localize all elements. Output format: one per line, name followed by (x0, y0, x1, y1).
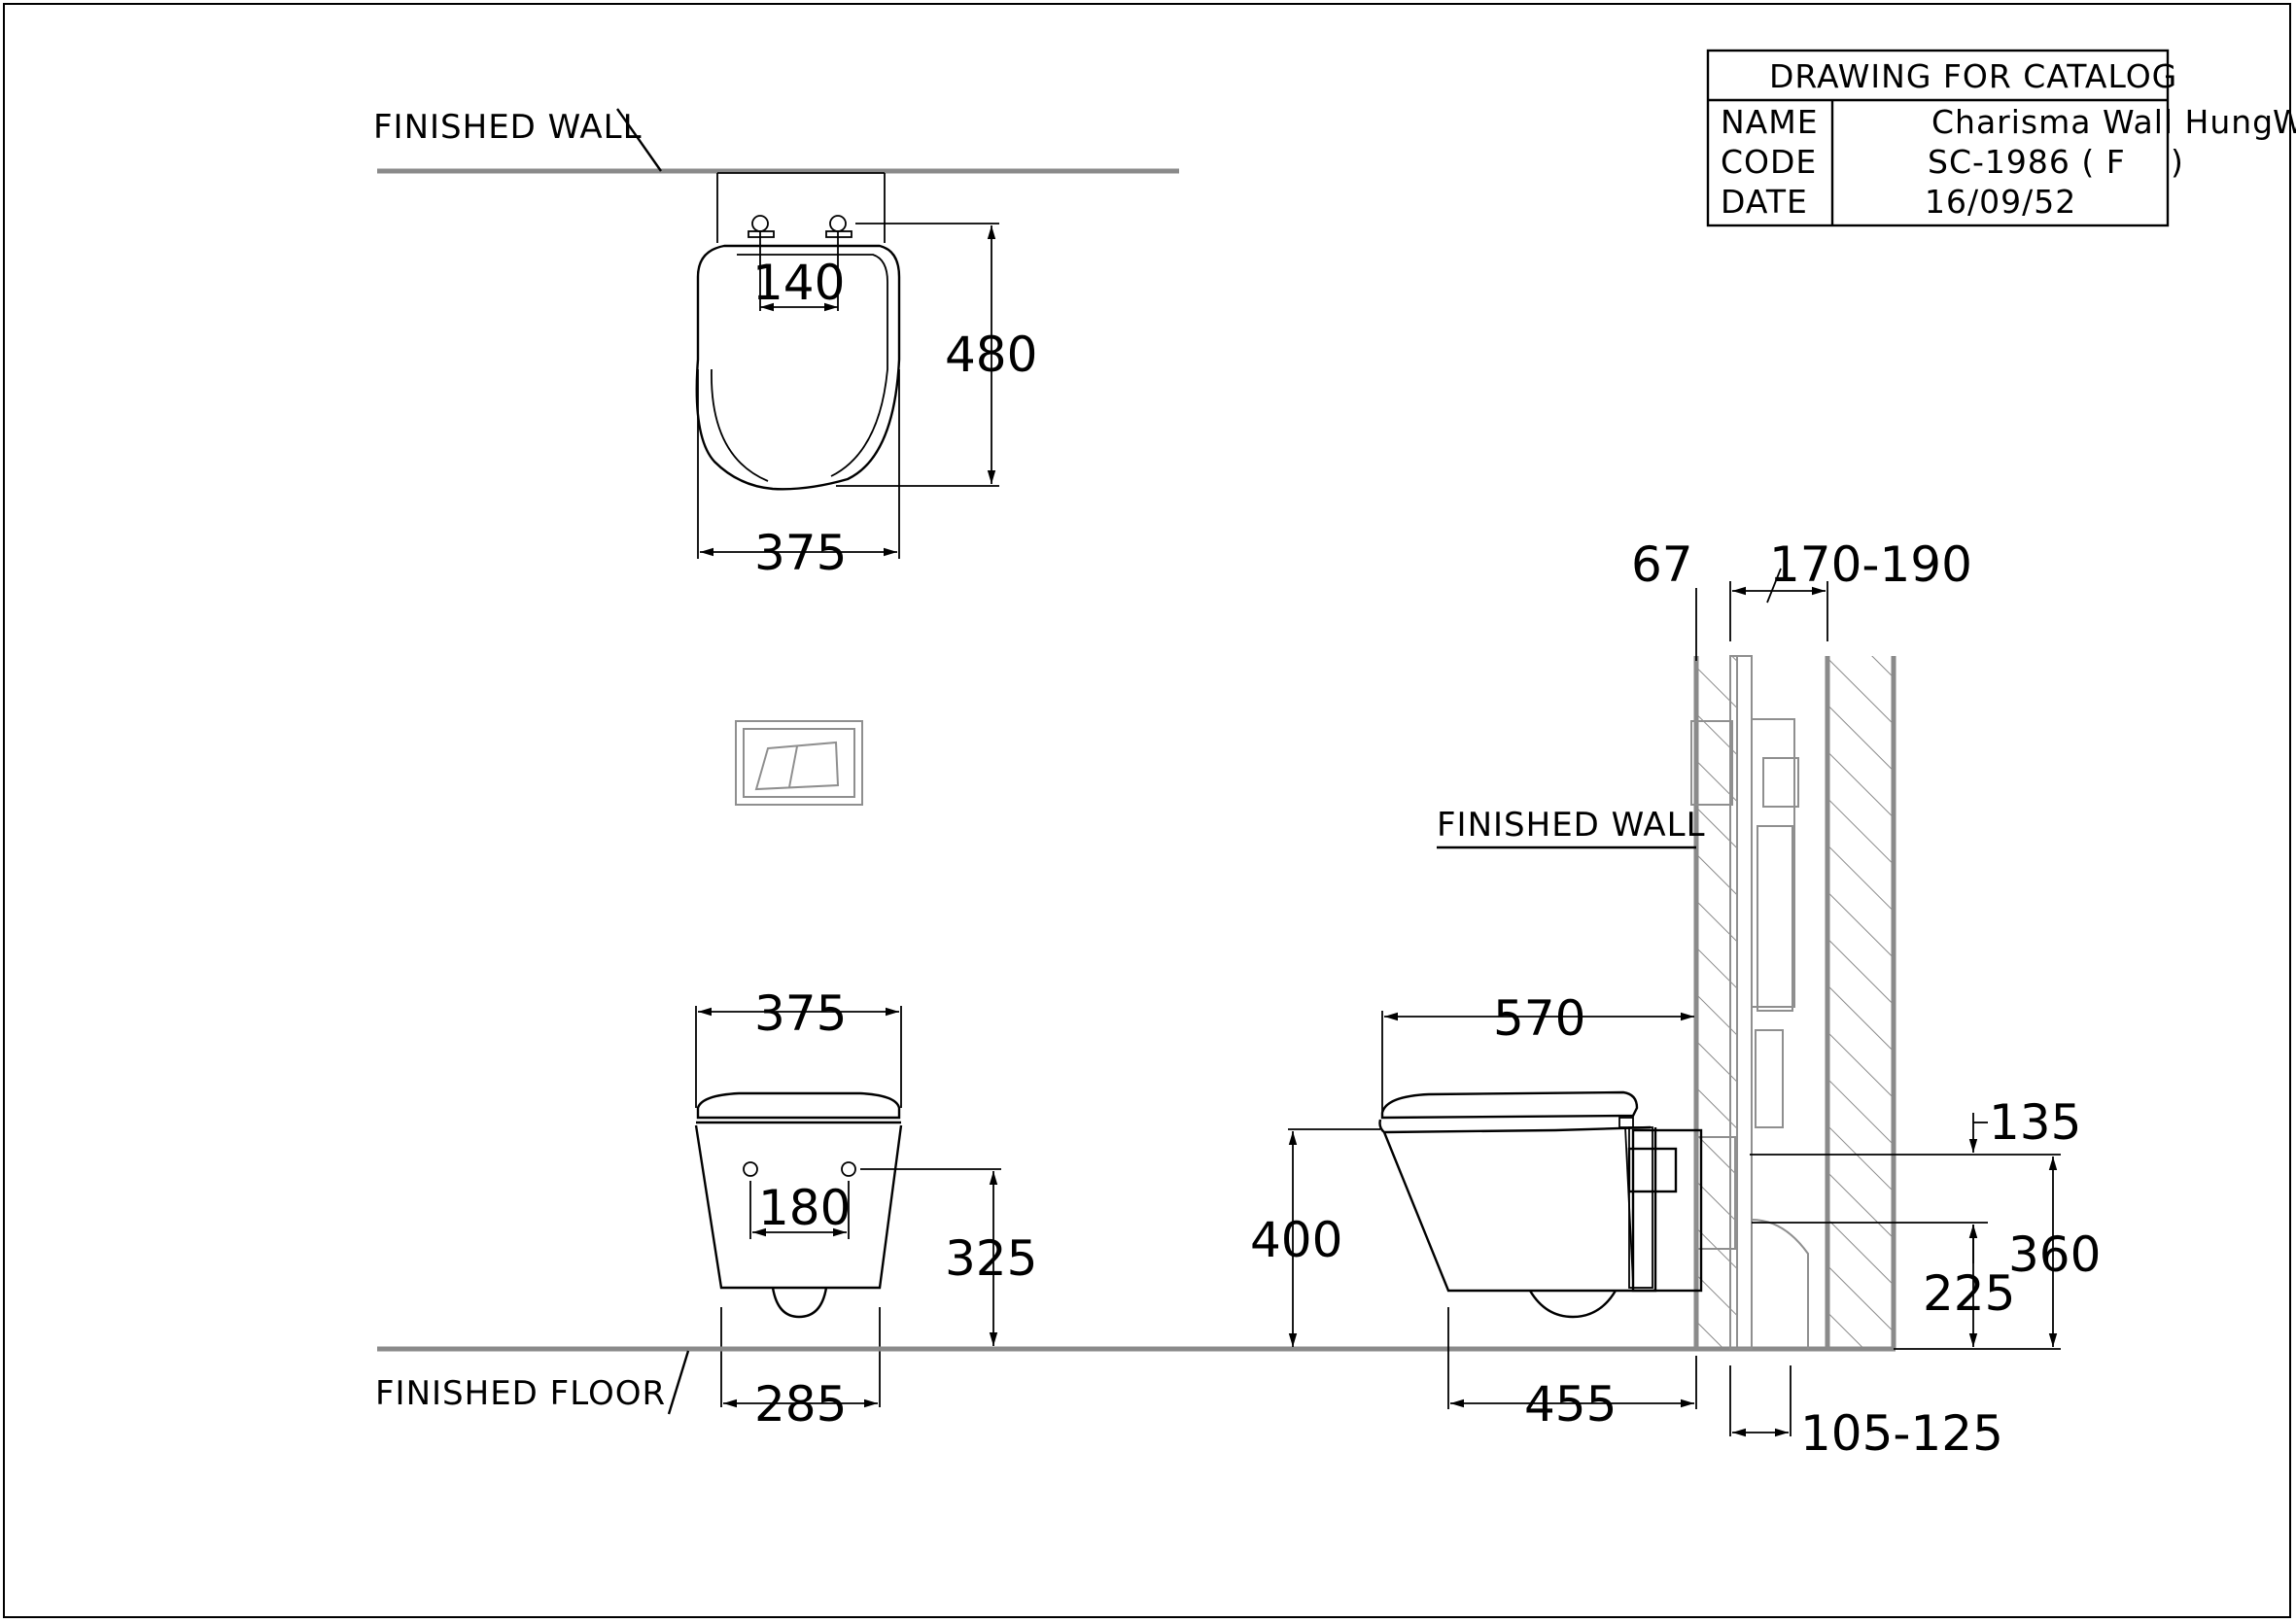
finished-floor: FINISHED FLOOR (375, 1346, 1896, 1415)
seat-outline (695, 244, 901, 491)
dim-side-base-length: 455 (1524, 1376, 1617, 1433)
code-value: SC-1986 ( F (1928, 143, 2126, 181)
title-block: DRAWING FOR CATALOG NAME Charisma Wall H… (1706, 49, 2296, 227)
back-wall-hatch (1827, 656, 1894, 1349)
dim-front-bolt-spacing: 180 (758, 1180, 851, 1236)
code-overflow: ) (2171, 143, 2184, 181)
dim-top-width: 375 (754, 525, 847, 581)
title-block-heading: DRAWING FOR CATALOG (1769, 57, 2177, 95)
dim-front-width: 375 (754, 985, 847, 1042)
side-view: FINISHED WALL 67 170-190 (1250, 536, 2101, 1462)
dim-inlet-offset: 135 (1989, 1094, 2081, 1151)
finished-floor-label: FINISHED FLOOR (375, 1374, 666, 1413)
dim-top-hinge-spacing: 140 (752, 255, 845, 311)
flush-plate (735, 720, 863, 806)
name-label: NAME (1721, 103, 1819, 141)
front-view: 375 180 325 285 (694, 985, 1037, 1433)
dim-side-length: 570 (1493, 990, 1585, 1047)
dim-wall-lining: 67 (1631, 536, 1693, 593)
dim-top-depth: 480 (945, 327, 1037, 383)
bowl-side-outline (1382, 1127, 1657, 1293)
dim-outlet-height: 225 (1923, 1265, 2015, 1322)
finished-wall-label-side: FINISHED WALL (1437, 806, 1706, 845)
date-label: DATE (1721, 183, 1808, 221)
top-view: FINISHED WALL 140 480 375 (373, 108, 1179, 581)
code-label: CODE (1721, 143, 1817, 181)
dim-outlet-depth: 105-125 (1800, 1405, 2003, 1462)
finished-wall-label-top: FINISHED WALL (373, 108, 643, 147)
name-value: Charisma Wall Hung (1931, 103, 2274, 141)
dim-frame-depth: 170-190 (1769, 536, 1972, 593)
side-flush-button (1627, 1147, 1678, 1193)
dim-side-height: 400 (1250, 1212, 1342, 1268)
dim-front-bolt-height: 325 (945, 1230, 1037, 1287)
name-overflow: W (2273, 103, 2296, 141)
bowl-front-outline (694, 1124, 903, 1290)
dim-inlet-height: 360 (2008, 1226, 2101, 1283)
date-value: 16/09/52 (1925, 183, 2076, 221)
dim-front-base-width: 285 (754, 1376, 847, 1433)
